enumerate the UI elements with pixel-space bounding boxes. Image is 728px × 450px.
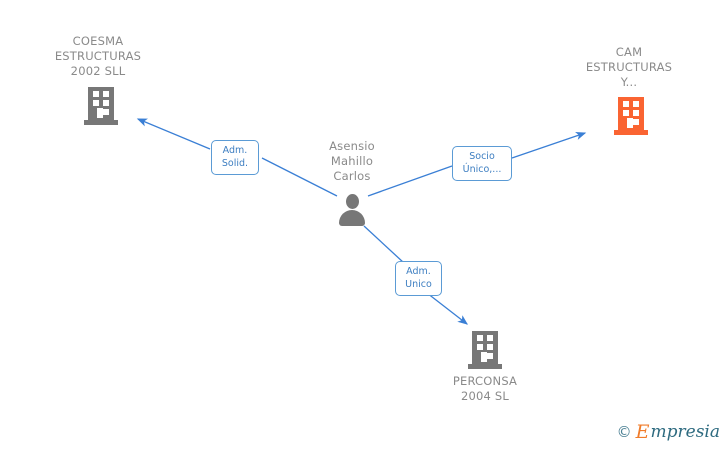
edge-segment-adm-solid-to-coesma — [136, 118, 211, 150]
node-caption-coesma: COESMA ESTRUCTURAS 2002 SLL — [54, 34, 142, 78]
watermark-brand-rest: mpresia — [650, 422, 721, 442]
person-icon-asensio-mahillo-carlos[interactable] — [337, 194, 367, 226]
watermark-brand-initial: E — [635, 421, 650, 443]
empresia-watermark: © E mpresia — [617, 423, 720, 442]
edge-segment-adm-unico-to-perconsa — [426, 292, 469, 325]
edge-label-adm-solid[interactable]: Adm. Solid. — [211, 140, 259, 175]
node-caption-perconsa: PERCONSA 2004 SL — [452, 374, 518, 403]
edge-label-socio-unico[interactable]: Socio Único,... — [452, 146, 512, 181]
edge-label-adm-unico[interactable]: Adm. Unico — [395, 261, 442, 296]
copyright-icon: © — [616, 423, 632, 441]
building-icon-coesma[interactable] — [84, 87, 118, 125]
node-caption-person: Asensio Mahillo Carlos — [329, 139, 375, 183]
node-caption-cam: CAM ESTRUCTURAS Y... — [585, 45, 673, 89]
edge-segment-person-to-adm-unico — [363, 225, 405, 264]
edge-segment-socio-unico-to-cam — [511, 132, 587, 159]
person-body — [339, 210, 365, 226]
person-head — [346, 194, 359, 209]
building-icon-perconsa[interactable] — [468, 331, 502, 369]
building-icon-cam[interactable] — [614, 97, 648, 135]
